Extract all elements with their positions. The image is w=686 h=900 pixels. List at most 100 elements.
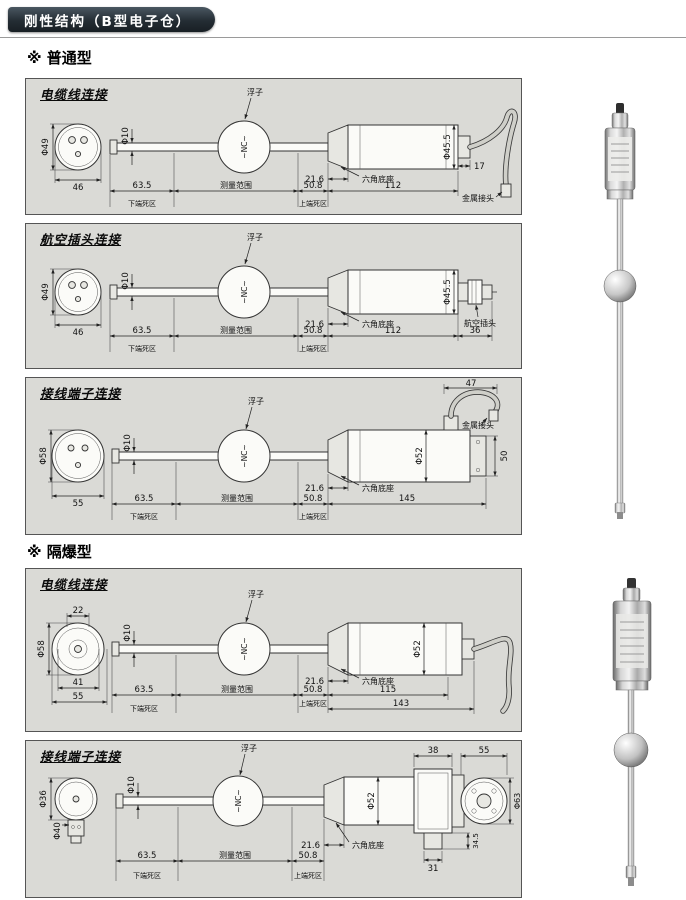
flange-end-view	[460, 777, 508, 825]
panel-title: 航空插头连接	[40, 232, 122, 247]
dim-seg2: 50.8	[304, 326, 323, 336]
aviation-plug	[457, 279, 497, 305]
dim-body-length: 145	[399, 494, 415, 504]
dim-joint-length: 47	[466, 379, 477, 389]
dim-cap-diameter: Φ63	[513, 793, 521, 809]
label-metal-joint: 金属接头	[462, 193, 494, 203]
label-float: 浮子	[241, 743, 257, 753]
section-heading-normal: ※ 普通型	[27, 49, 92, 67]
end-view	[54, 268, 102, 316]
dim-rod-diameter: Φ10	[127, 776, 137, 794]
dim-gland-length: 17	[474, 162, 485, 172]
label-measure-range: 测量范围	[220, 325, 252, 335]
dim-hex-width: 21.6	[305, 175, 324, 185]
dim-seg1: 63.5	[135, 494, 154, 504]
page-title: 刚性结构（B型电子仓）	[24, 13, 192, 30]
panel-title: 电缆线连接	[40, 87, 108, 102]
label-hex-base: 六角底座	[362, 174, 394, 184]
dim-stub-width: 31	[428, 864, 439, 874]
dim-plug-length: 36	[470, 326, 481, 336]
label-measure-range: 测量范围	[221, 493, 253, 503]
hex-nut	[615, 680, 649, 691]
panel-title: 接线端子连接	[40, 749, 122, 764]
drawing-normal-terminal: ~NC~	[39, 379, 510, 521]
cable	[471, 636, 514, 714]
dim-body-diameter: Φ52	[415, 447, 425, 465]
dim-total-length: 143	[393, 699, 409, 709]
dimension-lines	[50, 97, 503, 207]
dim-end-width: 55	[73, 499, 84, 509]
rod-end-tip	[617, 512, 623, 519]
cable-stub	[616, 103, 624, 115]
dim-hex-width: 21.6	[305, 484, 324, 494]
label-float: 浮子	[248, 396, 264, 406]
rod-end-tip	[628, 877, 634, 886]
label-float: 浮子	[247, 87, 263, 97]
drawing-normal-aviation: ~NC~	[41, 232, 497, 353]
label-float: 浮子	[247, 232, 263, 242]
dimension-lines	[48, 753, 514, 881]
dim-seg1: 63.5	[135, 685, 154, 695]
drawing-normal-cable: ~NC~	[41, 87, 518, 208]
sensor-rod	[627, 689, 635, 871]
dim-seg2: 50.8	[304, 181, 323, 191]
sensor-rod	[616, 198, 624, 506]
dim-body-length: 115	[380, 685, 396, 695]
float-ball	[217, 120, 271, 174]
dim-box-height: 34.5	[472, 833, 480, 849]
dim-cap-diameter: 50	[500, 451, 510, 462]
dim-seg1: 63.5	[138, 851, 157, 861]
end-view	[51, 622, 105, 676]
dim-body-diameter: Φ52	[413, 640, 423, 658]
panel-exproof-terminal: 接线端子连接 ~NC~	[25, 740, 522, 898]
product-photo-normal	[578, 103, 662, 525]
sensor-body	[323, 768, 465, 850]
dim-end-width-2: 55	[73, 692, 84, 702]
label-text-lines	[620, 621, 644, 663]
label-measure-range: 测量范围	[219, 850, 251, 860]
dim-rod-diameter: Φ10	[123, 624, 133, 642]
float-nc-marking: ~NC~	[240, 280, 249, 303]
panel-normal-cable: 电缆线连接 ~NC~	[25, 78, 522, 215]
dim-body-diameter: Φ52	[367, 792, 377, 810]
dim-body-diameter: Φ45.5	[443, 279, 453, 305]
panel-normal-terminal: 接线端子连接 ~NC~	[25, 377, 522, 535]
dim-rod-diameter: Φ10	[123, 434, 133, 452]
dim-seg1: 63.5	[133, 181, 152, 191]
cable-gland	[622, 587, 641, 602]
label-hex-base: 六角底座	[362, 676, 394, 686]
label-dead-high: 上端死区	[299, 344, 327, 353]
dim-body-length: 112	[385, 326, 401, 336]
dim-hex-width: 21.6	[301, 841, 320, 851]
float-nc-marking: ~NC~	[234, 789, 243, 812]
drawing-exproof-cable: ~NC~	[37, 589, 514, 714]
dim-end-width: 46	[73, 328, 84, 338]
dim-seg2: 50.8	[304, 685, 323, 695]
float-nc-marking: ~NC~	[240, 444, 249, 467]
label-hex-base: 六角底座	[362, 483, 394, 493]
dim-seg2: 50.8	[304, 494, 323, 504]
rod-end-stop	[625, 865, 637, 879]
float-ball	[217, 622, 271, 676]
panel-title: 接线端子连接	[40, 386, 122, 401]
dim-end-diameter: Φ58	[39, 447, 49, 465]
dim-body-diameter: Φ45.5	[443, 134, 453, 160]
hex-nut	[606, 189, 634, 200]
label-dead-low: 下端死区	[130, 704, 158, 713]
label-dead-low: 下端死区	[133, 871, 161, 880]
product-label	[616, 614, 648, 668]
junction-box	[413, 768, 453, 834]
dimension-lines	[46, 599, 475, 714]
dim-box-width: 38	[428, 746, 439, 756]
label-text-lines	[611, 143, 629, 173]
label-dead-high: 上端死区	[294, 871, 322, 880]
cable	[443, 389, 501, 431]
header-divider	[0, 37, 686, 38]
dim-head-diameter-2: Φ40	[53, 822, 63, 840]
cable-gland	[611, 112, 629, 129]
panel-title: 电缆线连接	[40, 577, 108, 592]
dim-seg2: 50.8	[299, 851, 318, 861]
dim-end-diameter: Φ58	[37, 640, 47, 658]
float-ball	[613, 732, 649, 768]
page-title-banner: 刚性结构（B型电子仓）	[8, 7, 216, 32]
